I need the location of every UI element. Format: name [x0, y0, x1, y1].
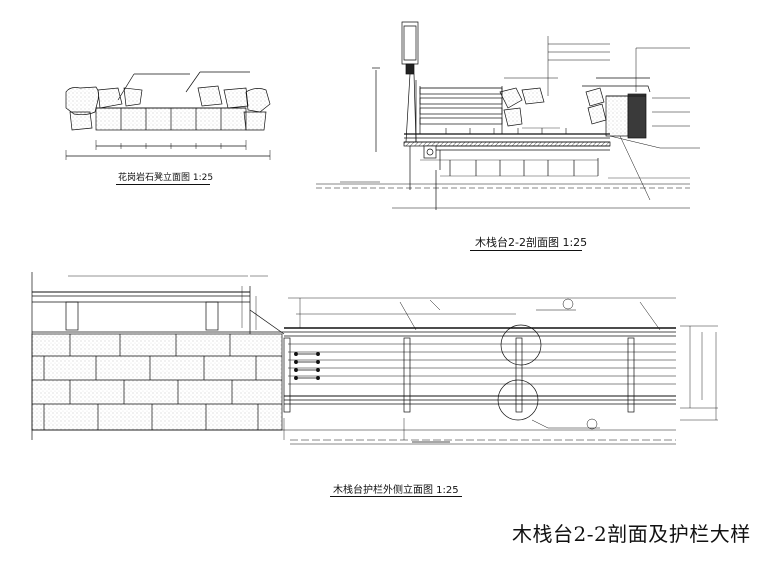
detail-circle-top [500, 324, 542, 366]
bench-elevation-title: 花岗岩石凳立面图 1:25 [118, 173, 214, 183]
detail-circle-bottom [497, 379, 539, 421]
deck-slab [403, 133, 611, 170]
sheet-title: 木栈台2-2剖面及护栏大样 [512, 522, 751, 546]
railing-leaders [399, 298, 661, 430]
deck-joists [445, 128, 567, 134]
section-stones [499, 87, 607, 127]
water-level-lines [316, 181, 690, 209]
section-2-2-view [316, 21, 700, 210]
section-2-2-title: 木栈台2-2剖面图 1:25 [475, 236, 588, 249]
railing-dimensions [68, 275, 718, 440]
railing [283, 327, 676, 413]
bench-elevation-view [65, 71, 271, 160]
railing-post-section [401, 21, 419, 143]
section-leaders [504, 36, 700, 201]
stone-wall [31, 333, 283, 431]
retaining-wall [582, 77, 651, 139]
railing-elevation-title-underline [330, 496, 462, 497]
bench-stones [65, 85, 271, 131]
railing-elevation-view [31, 272, 718, 445]
railing-elevation-title: 木栈台护栏外侧立面图 1:25 [333, 485, 459, 496]
bench-elevation-title-underline [116, 184, 210, 185]
bench-planks [419, 86, 503, 134]
section-2-2-title-underline [470, 250, 582, 251]
